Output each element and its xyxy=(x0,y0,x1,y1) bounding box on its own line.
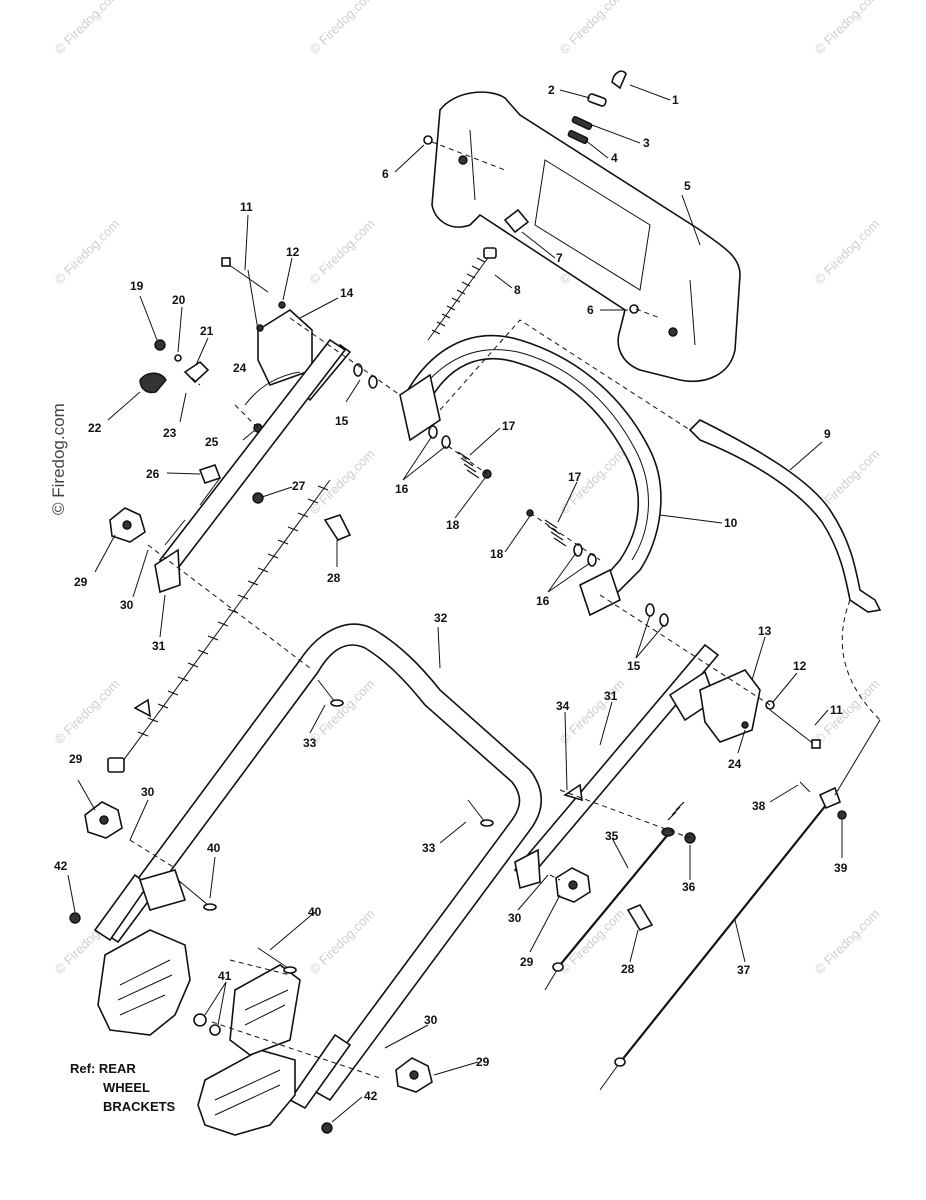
watermark: © Firedog.com xyxy=(52,216,123,287)
callout-3: 3 xyxy=(643,136,650,150)
callout-16b: 16 xyxy=(536,594,550,608)
callout-22: 22 xyxy=(88,421,102,435)
watermark: © Firedog.com xyxy=(52,676,123,747)
callout-2: 2 xyxy=(548,83,555,97)
control-panel-part-5 xyxy=(431,91,741,382)
assembly-dashed-lines xyxy=(129,141,771,1079)
callout-31a: 31 xyxy=(152,639,166,653)
rear-wheel-brackets xyxy=(69,869,333,1136)
watermark: © Firedog.com xyxy=(52,0,123,57)
callout-36: 36 xyxy=(682,880,696,894)
callout-31b: 31 xyxy=(604,689,618,703)
callout-6b: 6 xyxy=(587,303,594,317)
knobs-part-29 xyxy=(84,507,591,1093)
callout-24a: 24 xyxy=(233,361,247,375)
small-hardware-top xyxy=(423,70,639,314)
upper-handle-part-10 xyxy=(399,334,662,617)
callout-29b: 29 xyxy=(69,752,83,766)
callout-8: 8 xyxy=(514,283,521,297)
bolts-33-40 xyxy=(177,679,494,974)
callout-18b: 18 xyxy=(490,547,504,561)
watermark: © Firedog.com xyxy=(307,446,378,517)
callout-leaders xyxy=(67,84,843,1123)
callout-30d: 30 xyxy=(424,1013,438,1027)
callout-33b: 33 xyxy=(422,841,436,855)
lower-handle-part-32 xyxy=(93,623,542,1110)
callout-1: 1 xyxy=(672,93,679,107)
watermark: © Firedog.com xyxy=(812,216,883,287)
watermark: © Firedog.com xyxy=(557,0,628,57)
left-long-spring xyxy=(107,479,331,773)
callout-41: 41 xyxy=(218,969,232,983)
callout-11a: 11 xyxy=(240,200,253,214)
callout-37: 37 xyxy=(737,963,751,977)
callout-24b: 24 xyxy=(728,757,742,771)
callout-33a: 33 xyxy=(303,736,317,750)
callout-27: 27 xyxy=(292,479,306,493)
callout-9: 9 xyxy=(824,427,831,441)
callout-25: 25 xyxy=(205,435,219,449)
reference-note-line1: Ref: REAR xyxy=(70,1061,136,1076)
callout-20: 20 xyxy=(172,293,186,307)
callout-29a: 29 xyxy=(74,575,88,589)
callout-13: 13 xyxy=(758,624,772,638)
callout-10: 10 xyxy=(724,516,738,530)
callout-15a: 15 xyxy=(335,414,349,428)
callout-35: 35 xyxy=(605,829,619,843)
watermark: © Firedog.com xyxy=(812,906,883,977)
left-lower-rod-part-31 xyxy=(154,338,347,594)
watermark: © Firedog.com xyxy=(307,676,378,747)
callout-12a: 12 xyxy=(286,245,300,259)
callout-16a: 16 xyxy=(395,482,409,496)
callout-28b: 28 xyxy=(621,962,635,976)
callout-7: 7 xyxy=(556,251,563,265)
watermark-side: © Firedog.com xyxy=(49,403,68,515)
callout-29d: 29 xyxy=(476,1055,490,1069)
callout-30a: 30 xyxy=(120,598,134,612)
reference-note-line3: BRACKETS xyxy=(103,1099,176,1114)
cables-35-37 xyxy=(323,514,881,1091)
watermark: © Firedog.com xyxy=(307,0,378,57)
callout-26: 26 xyxy=(146,467,160,481)
spring-rod-part-8 xyxy=(427,247,497,341)
callout-42b: 42 xyxy=(364,1089,378,1103)
control-rod-part-9 xyxy=(688,419,882,613)
reference-note-line2: WHEEL xyxy=(103,1080,150,1095)
callout-17b: 17 xyxy=(568,470,582,484)
callout-18a: 18 xyxy=(446,518,460,532)
watermark: © Firedog.com xyxy=(812,0,883,57)
callout-19: 19 xyxy=(130,279,144,293)
callout-38: 38 xyxy=(752,799,766,813)
callout-30c: 30 xyxy=(508,911,522,925)
callout-21: 21 xyxy=(200,324,214,338)
callout-labels: 1 2 3 4 5 6 6 7 8 9 10 11 11 12 12 13 14… xyxy=(54,83,848,1103)
callout-42a: 42 xyxy=(54,859,68,873)
callout-15b: 15 xyxy=(627,659,641,673)
watermark: © Firedog.com xyxy=(557,906,628,977)
callout-30b: 30 xyxy=(141,785,155,799)
callout-28a: 28 xyxy=(327,571,341,585)
right-lower-rod-part-31 xyxy=(513,643,821,890)
callout-32: 32 xyxy=(434,611,448,625)
callout-17a: 17 xyxy=(502,419,516,433)
callout-14: 14 xyxy=(340,286,354,300)
callout-39: 39 xyxy=(834,861,848,875)
callout-5: 5 xyxy=(684,179,691,193)
callout-40a: 40 xyxy=(207,841,221,855)
callout-34: 34 xyxy=(556,699,570,713)
callout-6a: 6 xyxy=(382,167,389,181)
watermark: © Firedog.com xyxy=(307,216,378,287)
callout-11b: 11 xyxy=(830,703,843,717)
callout-4: 4 xyxy=(611,151,618,165)
callout-29c: 29 xyxy=(520,955,534,969)
reference-note: Ref: REAR WHEEL BRACKETS xyxy=(70,1061,176,1114)
callout-12b: 12 xyxy=(793,659,807,673)
callout-40b: 40 xyxy=(308,905,322,919)
callout-23: 23 xyxy=(163,426,177,440)
